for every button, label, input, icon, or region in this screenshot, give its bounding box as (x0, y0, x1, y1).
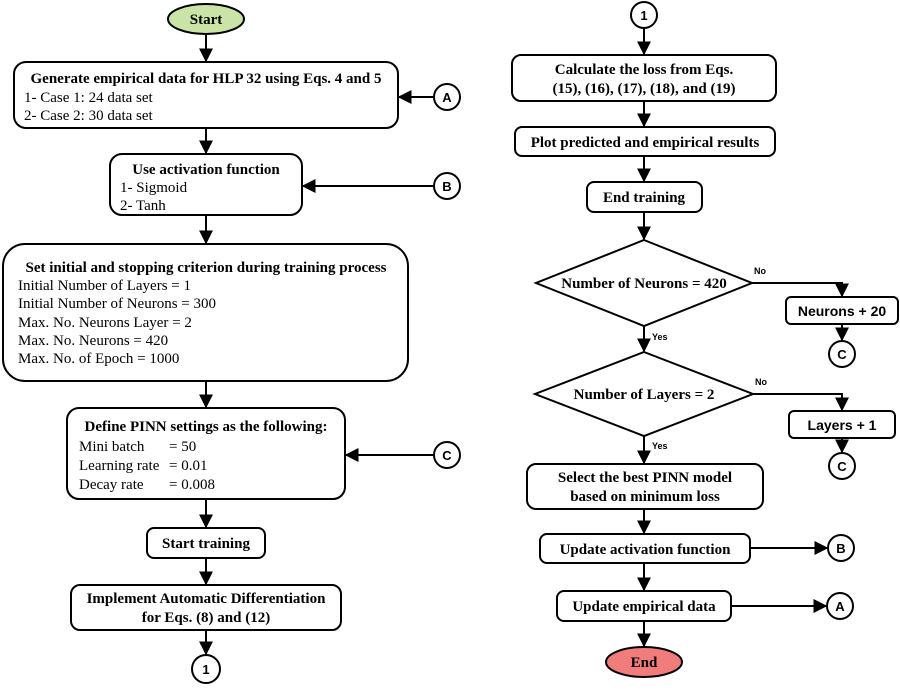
update-activation-label: Update activation function (560, 542, 731, 558)
update-activation-box: Update activation function (539, 533, 751, 564)
select-best-box: Select the best PINN model based on mini… (526, 463, 764, 510)
connector-1-in: 1 (630, 1, 658, 29)
connector-c-layers-label: C (837, 459, 847, 474)
loss-box: Calculate the loss from Eqs. (15), (16),… (511, 54, 777, 102)
plot-box: Plot predicted and empirical results (514, 126, 776, 157)
loss-line-1: Calculate the loss from Eqs. (555, 62, 734, 78)
connector-c-left: C (433, 441, 461, 469)
pinn-settings-box: Define PINN settings as the following: M… (66, 407, 346, 500)
start-terminal: Start (167, 3, 245, 35)
connector-1-out-circle (191, 654, 221, 684)
start-training-label: Start training (162, 536, 250, 552)
layers-no-label: No (755, 377, 767, 387)
layers-decision-label: Number of Layers = 2 (574, 387, 715, 403)
arrow-neurons-no (752, 282, 849, 298)
neurons-plus-label: Neurons + 20 (798, 303, 887, 319)
neurons-no-label: No (754, 266, 766, 276)
connector-1-out-label: 1 (202, 662, 209, 677)
update-data-box: Update empirical data (556, 590, 732, 622)
connector-a-right: A (826, 592, 854, 620)
pinn-settings-title: Define PINN settings as the following: (85, 419, 328, 435)
criterion-box: Set initial and stopping criterion durin… (2, 243, 409, 382)
pinn-mini-batch-value: = 50 (169, 439, 196, 455)
neurons-decision-label: Number of Neurons = 420 (561, 276, 727, 292)
end-ellipse (605, 646, 683, 678)
end-training-box: End training (586, 181, 703, 213)
connector-b-left-label: B (442, 179, 451, 194)
pinn-learning-rate-label: Learning rate (79, 458, 160, 474)
pinn-decay-rate-label: Decay rate (79, 477, 144, 493)
connector-1-in-label: 1 (640, 8, 647, 23)
select-best-line-1: Select the best PINN model (558, 470, 732, 486)
criterion-initial-neurons: Initial Number of Neurons = 300 (18, 296, 216, 312)
pinn-decay-rate-value: = 0.008 (169, 477, 215, 493)
autodiff-box: Implement Automatic Differentiation for … (70, 584, 342, 631)
connector-b-right-label: B (836, 541, 845, 556)
end-terminal: End (605, 646, 683, 678)
connector-b-left: B (433, 172, 461, 200)
criterion-max-neurons-layer: Max. No. Neurons Layer = 2 (18, 315, 192, 331)
activation-box: Use activation function 1- Sigmoid 2- Ta… (109, 153, 303, 216)
loss-line-2: (15), (16), (17), (18), and (19) (553, 81, 736, 97)
pinn-mini-batch-label: Mini batch (79, 439, 145, 455)
connector-a-right-label: A (835, 599, 845, 614)
neurons-plus-box: Neurons + 20 (785, 296, 899, 325)
connector-c-layers-circle (828, 452, 856, 480)
criterion-max-neurons: Max. No. Neurons = 420 (18, 333, 168, 349)
connector-c-layers: C (828, 452, 856, 480)
generate-data-title: Generate empirical data for HLP 32 using… (31, 71, 382, 87)
layers-plus-label: Layers + 1 (808, 417, 877, 433)
connector-b-right-circle (827, 534, 855, 562)
connector-a-left-label: A (442, 90, 452, 105)
connector-a-left: A (433, 83, 461, 111)
criterion-max-epoch: Max. No. of Epoch = 1000 (18, 351, 179, 367)
neurons-decision: Number of Neurons = 420 (533, 238, 755, 328)
layers-decision: Number of Layers = 2 (532, 350, 756, 438)
start-label: Start (190, 12, 223, 28)
generate-data-case-1: 1- Case 1: 24 data set (24, 90, 154, 106)
layers-plus-box: Layers + 1 (788, 410, 896, 439)
connector-c-neurons-label: C (837, 347, 847, 362)
connector-c-neurons-circle (828, 340, 856, 368)
pinn-learning-rate-value: = 0.01 (169, 458, 207, 474)
activation-option-sigmoid: 1- Sigmoid (120, 180, 188, 196)
criterion-title: Set initial and stopping criterion durin… (25, 260, 386, 276)
layers-yes-label: Yes (652, 441, 668, 451)
autodiff-line-2: for Eqs. (8) and (12) (142, 610, 270, 626)
generate-data-case-2: 2- Case 2: 30 data set (24, 108, 154, 124)
start-training-box: Start training (146, 527, 266, 559)
update-data-label: Update empirical data (572, 599, 716, 615)
connector-c-left-label: C (442, 448, 452, 463)
connector-c-neurons: C (828, 340, 856, 368)
neurons-yes-label: Yes (652, 332, 668, 342)
connector-b-right: B (827, 534, 855, 562)
activation-title: Use activation function (132, 162, 280, 178)
autodiff-line-1: Implement Automatic Differentiation (87, 591, 327, 607)
plot-label: Plot predicted and empirical results (531, 135, 760, 151)
end-label: End (631, 655, 658, 671)
select-best-line-2: based on minimum loss (570, 489, 720, 505)
arrow-layers-no (753, 393, 849, 412)
connector-a-right-circle (826, 592, 854, 620)
activation-option-tanh: 2- Tanh (120, 198, 166, 214)
criterion-initial-layers: Initial Number of Layers = 1 (18, 278, 191, 294)
generate-data-box: Generate empirical data for HLP 32 using… (13, 61, 399, 129)
connector-1-out: 1 (191, 654, 221, 684)
end-training-label: End training (603, 190, 686, 206)
